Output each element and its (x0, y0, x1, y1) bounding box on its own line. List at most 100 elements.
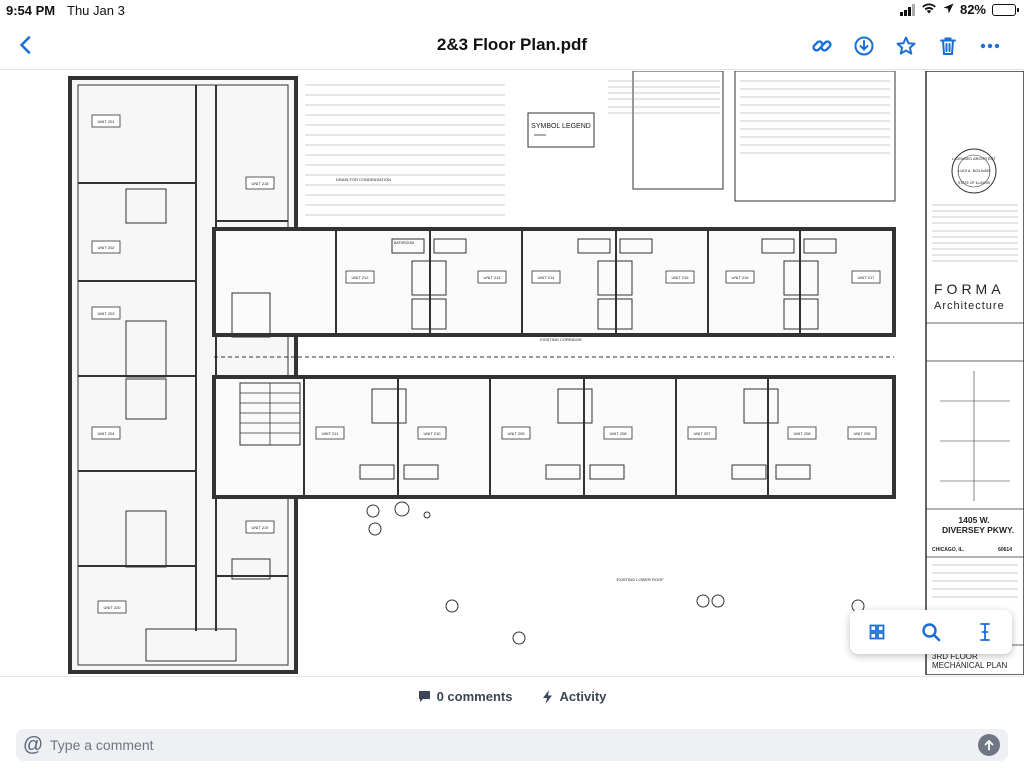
meta-row: 0 comments Activity (0, 689, 1024, 704)
unit-label-text: UNIT 216 (731, 275, 749, 280)
unit-label-left-6: UNIT 220 (97, 600, 127, 614)
unit-label-text: UNIT 218 (251, 181, 269, 186)
comment-bubble-icon (418, 691, 430, 702)
unit-label-text: UNIT 204 (97, 431, 115, 436)
stamp-name: LUIS A. BOLIVAR (958, 168, 990, 173)
download-button[interactable] (850, 32, 878, 60)
unit-label-left-5: UNIT 219 (245, 520, 275, 534)
favorite-button[interactable] (892, 32, 920, 60)
unit-label-text: UNIT 219 (251, 525, 269, 530)
cellular-signal-icon (899, 3, 915, 16)
document-actions (808, 32, 1004, 60)
unit-label-left-1: UNIT 202 (91, 240, 121, 254)
unit-label-top-0: UNIT 212 (345, 270, 375, 284)
comment-input[interactable] (50, 737, 978, 753)
title-block: LICENSED ARCHITECT LUIS A. BOLIVAR STATE… (925, 71, 1024, 675)
status-indicators: 82% (899, 2, 1019, 17)
search-button[interactable] (916, 617, 946, 647)
unit-label-bottom-5: UNIT 206 (787, 426, 817, 440)
text-cursor-icon (980, 623, 990, 641)
floor-plan-drawing: UNIT 212 UNIT 213 UNIT 214 UNIT 215 UNIT 216… (68, 71, 1024, 675)
unit-label-text: UNIT 211 (322, 431, 340, 436)
floating-toolbar (850, 610, 1012, 654)
unit-label-text: UNIT 207 (693, 431, 711, 436)
back-button[interactable] (12, 32, 38, 58)
unit-label-bottom-0: UNIT 211 (315, 426, 345, 440)
lower-roof-label: EXISTING LOWER ROOF (616, 577, 664, 582)
symbol-legend-label: SYMBOL LEGEND (531, 123, 591, 130)
activity-link[interactable]: Activity (542, 689, 606, 704)
unit-label-text: UNIT 220 (103, 605, 121, 610)
unit-label-text: UNIT 206 (793, 431, 811, 436)
link-icon (812, 40, 832, 52)
unit-label-text: UNIT 212 (351, 275, 369, 280)
unit-labels: UNIT 212 UNIT 213 UNIT 214 UNIT 215 UNIT 216… (91, 114, 881, 614)
pdf-viewer[interactable]: UNIT 212 UNIT 213 UNIT 214 UNIT 215 UNIT 216… (0, 71, 1024, 675)
search-icon (922, 623, 941, 642)
corridor-label: EXISTING CORRIDOR (540, 337, 582, 342)
firm-subtitle: Architecture (934, 300, 1005, 312)
unit-label-top-2: UNIT 214 (531, 270, 561, 284)
address-zip: 60614 (998, 547, 1012, 553)
unit-label-left-4: UNIT 218 (245, 176, 275, 190)
battery-percent: 82% (959, 2, 986, 17)
chevron-left-icon (20, 36, 31, 54)
unit-label-left-3: UNIT 204 (91, 426, 121, 440)
download-icon (854, 36, 874, 56)
stamp-state: STATE OF ILLINOIS (958, 181, 991, 185)
wifi-icon (921, 2, 937, 17)
unit-label-text: UNIT 201 (97, 119, 115, 124)
comments-count: 0 comments (436, 689, 513, 704)
copy-link-button[interactable] (808, 32, 836, 60)
status-time: 9:54 PM (6, 3, 56, 18)
unit-label-text: UNIT 213 (483, 275, 501, 280)
unit-label-top-3: UNIT 215 (665, 270, 695, 284)
unit-label-top-5: UNIT 217 (851, 270, 881, 284)
status-date: Thu Jan 3 (67, 3, 125, 18)
unit-label-bottom-4: UNIT 207 (687, 426, 717, 440)
unit-label-text: UNIT 203 (97, 311, 115, 316)
address-line-2: DIVERSEY PKWY. (942, 525, 1014, 535)
text-select-button[interactable] (970, 617, 1000, 647)
mention-icon[interactable]: @ (22, 733, 44, 756)
unit-label-bottom-3: UNIT 208 (603, 426, 633, 440)
unit-label-left-2: UNIT 203 (91, 306, 121, 320)
location-arrow-icon (943, 2, 954, 17)
sheet-title-2: MECHANICAL PLAN (932, 661, 1008, 670)
unit-label-left-0: UNIT 201 (91, 114, 121, 128)
unit-label-text: UNIT 209 (507, 431, 525, 436)
bathroom-label: BATHROOM (394, 241, 414, 245)
condensation-note: DRAIN FOR CONDENSATION (336, 177, 391, 182)
unit-label-text: UNIT 202 (97, 245, 115, 250)
address-city: CHICAGO, IL. (932, 547, 965, 553)
battery-icon (992, 3, 1019, 16)
unit-label-bottom-2: UNIT 209 (501, 426, 531, 440)
unit-label-bottom-6: UNIT 205 (847, 426, 877, 440)
arrow-up-icon (984, 740, 994, 751)
unit-label-text: UNIT 205 (853, 431, 871, 436)
trash-icon (940, 37, 956, 55)
unit-label-bottom-1: UNIT 210 (417, 426, 447, 440)
more-options-button[interactable] (976, 32, 1004, 60)
delete-button[interactable] (934, 32, 962, 60)
comment-bar: @ (16, 729, 1008, 761)
firm-name: FORMA (934, 281, 1005, 297)
more-icon (980, 43, 1000, 49)
unit-label-text: UNIT 215 (671, 275, 689, 280)
thumbnails-button[interactable] (862, 617, 892, 647)
unit-label-top-1: UNIT 213 (477, 270, 507, 284)
unit-label-top-4: UNIT 216 (725, 270, 755, 284)
stamp-text: LICENSED ARCHITECT (952, 156, 996, 161)
status-bar: 9:54 PM Thu Jan 3 82% (0, 0, 1024, 22)
activity-label: Activity (559, 689, 607, 704)
unit-label-text: UNIT 217 (857, 275, 875, 280)
document-nav-bar: 2&3 Floor Plan.pdf (0, 22, 1024, 70)
lightning-icon (543, 689, 553, 704)
unit-label-text: UNIT 210 (423, 431, 441, 436)
unit-label-text: UNIT 214 (537, 275, 555, 280)
comments-link[interactable]: 0 comments (418, 689, 513, 704)
sheet-title-1: 3RD FLOOR (932, 652, 978, 661)
bottom-bar: 0 comments Activity @ (0, 676, 1024, 768)
send-comment-button[interactable] (978, 734, 1000, 756)
star-icon (896, 36, 916, 55)
